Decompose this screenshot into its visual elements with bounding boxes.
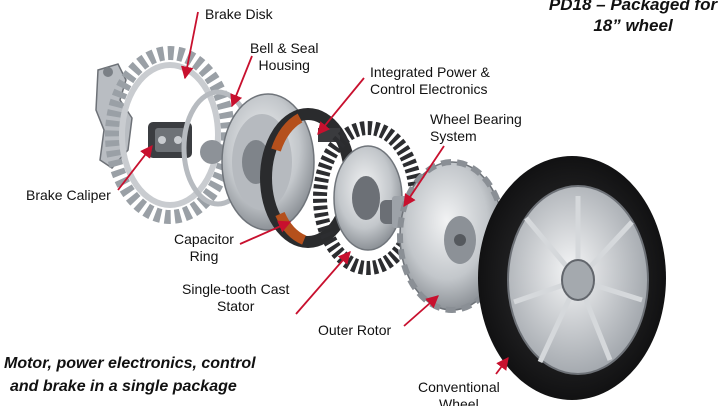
arrow-capacitor-ring [239, 220, 292, 245]
label-conventional-wheel: Conventional Wheel [418, 379, 500, 406]
arrow-power-electronics [317, 77, 365, 135]
label-bell-seal-line-1: Bell & Seal [250, 40, 319, 56]
conventional-wheel [478, 156, 666, 400]
label-capacitor-line-2: Ring [189, 248, 219, 264]
label-bell-seal-housing: Bell & Seal Housing [250, 40, 318, 74]
arrow-brake-disk [181, 11, 199, 80]
outer-rotor [397, 159, 507, 313]
arrow-outer-rotor [403, 295, 439, 327]
label-stator: Single-tooth Cast Stator [182, 281, 289, 315]
label-outer-rotor: Outer Rotor [318, 322, 392, 338]
arrow-conventional-wheel [495, 356, 509, 375]
caption-line-2: and brake in a single package [10, 378, 237, 395]
arrow-brake-caliper [117, 145, 153, 191]
caption-line-1: Motor, power electronics, control [4, 355, 256, 372]
label-capacitor-ring: Capacitor Ring [174, 231, 234, 265]
label-stator-line-2: Stator [217, 298, 255, 314]
brake-caliper [148, 122, 192, 158]
caption: Motor, power electronics, control and br… [4, 352, 256, 398]
header-line-1: PD18 – Packaged for [548, 0, 718, 14]
arrow-stator [295, 251, 351, 315]
pointer-arrows [117, 11, 509, 375]
label-bell-seal-line-2: Housing [258, 57, 310, 73]
label-wheel-line-2: Wheel [439, 396, 479, 406]
label-wheel-bearing-line-2: System [430, 128, 477, 144]
label-wheel-bearing-line-1: Wheel Bearing [430, 111, 522, 127]
label-wheel-bearing: Wheel Bearing System [430, 111, 522, 145]
arrow-bell-seal [230, 55, 253, 108]
label-brake-disk: Brake Disk [205, 6, 273, 22]
arrow-wheel-bearing [403, 145, 445, 208]
header-title: PD18 – Packaged for 18” wheel [548, 0, 718, 36]
label-power-electronics-line-2: Control Electronics [370, 81, 488, 97]
label-capacitor-line-1: Capacitor [174, 231, 234, 247]
label-power-electronics-line-1: Integrated Power & [370, 64, 490, 80]
label-wheel-line-1: Conventional [418, 379, 500, 395]
label-brake-caliper: Brake Caliper [26, 187, 111, 203]
label-stator-line-1: Single-tooth Cast [182, 281, 290, 297]
header-line-2: 18” wheel [593, 16, 673, 35]
label-power-electronics: Integrated Power & Control Electronics [370, 64, 490, 98]
